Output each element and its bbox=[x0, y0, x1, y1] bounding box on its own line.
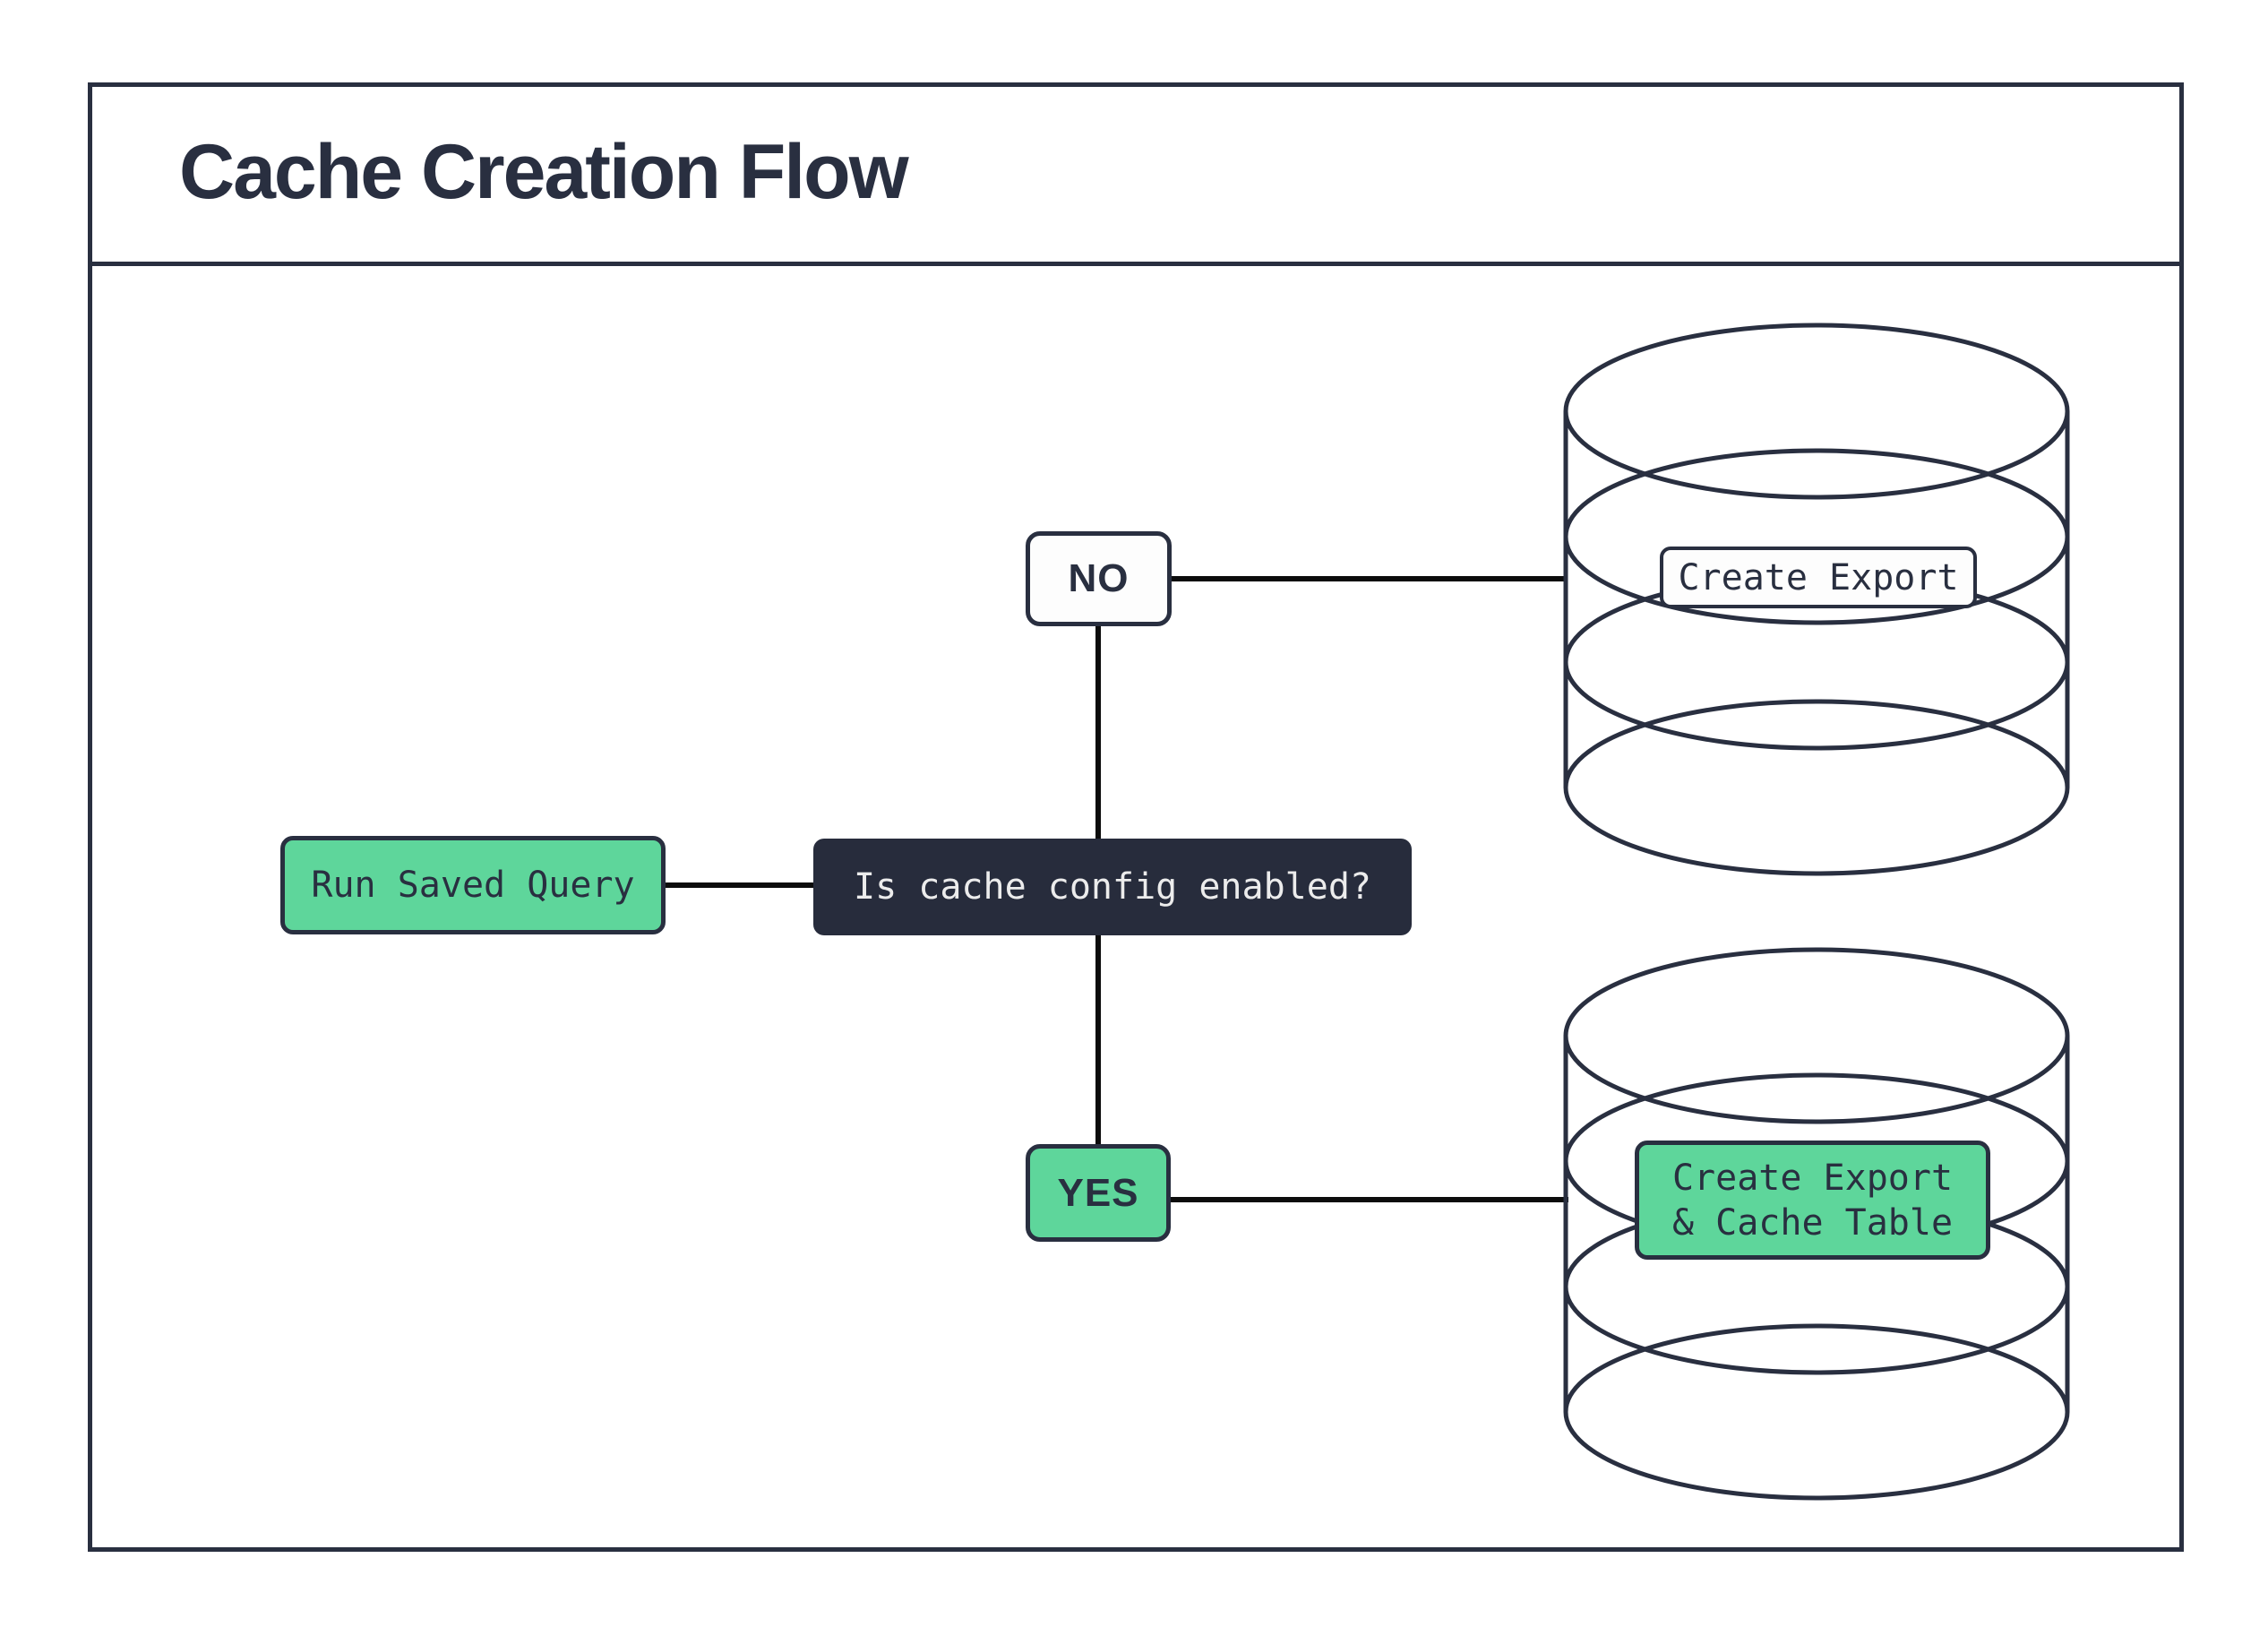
node-run-saved-query-label: Run Saved Query bbox=[311, 865, 635, 906]
node-decision-label: Is cache config enabled? bbox=[854, 866, 1371, 908]
branch-no-label: NO bbox=[1068, 556, 1130, 600]
label-create-export: Create Export bbox=[1660, 547, 1977, 608]
node-run-saved-query: Run Saved Query bbox=[280, 836, 666, 934]
label-create-export-cache-line1: Create Export bbox=[1671, 1157, 1954, 1199]
label-create-export-cache-table: Create Export & Cache Table bbox=[1635, 1141, 1990, 1260]
label-create-export-cache-line2: & Cache Table bbox=[1671, 1201, 1954, 1244]
diagram-frame bbox=[88, 82, 2184, 1552]
node-decision-cache-config: Is cache config enabled? bbox=[813, 839, 1412, 935]
label-create-export-text: Create Export bbox=[1678, 556, 1959, 598]
node-branch-no: NO bbox=[1026, 531, 1172, 626]
branch-yes-label: YES bbox=[1057, 1170, 1139, 1215]
page-title: Cache Creation Flow bbox=[179, 128, 909, 215]
diagram-header: Cache Creation Flow bbox=[88, 82, 2184, 266]
node-branch-yes: YES bbox=[1026, 1144, 1171, 1242]
